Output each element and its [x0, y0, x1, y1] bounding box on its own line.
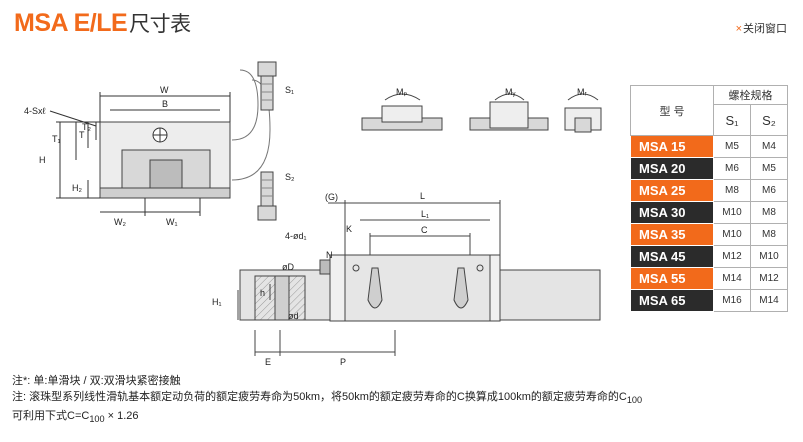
bolt-s2 [257, 171, 277, 221]
dim-C: C [421, 225, 428, 235]
s1-cell: M10 [713, 223, 751, 246]
s2-cell: M4 [750, 135, 788, 158]
dim-S1: S₁ [285, 85, 294, 95]
s2-cell: M12 [750, 267, 788, 290]
note-line-1: 注*: 单:单滑块 / 双:双滑块紧密接触 [12, 375, 181, 387]
header-model: 型 号 [630, 85, 714, 136]
close-window-link[interactable]: ×关闭窗口 [736, 20, 787, 36]
model-cell: MSA 45 [630, 245, 714, 268]
dim-K: K [346, 224, 352, 234]
s1-cell: M8 [713, 179, 751, 202]
title-model: MSA E/LE [14, 9, 128, 37]
model-cell: MSA 65 [630, 289, 714, 312]
dim-phi-d: ød [288, 311, 299, 321]
dim-G: (G) [325, 192, 338, 202]
header-bolt-spec: 螺栓规格 [713, 85, 788, 105]
s2-cell: M8 [750, 201, 788, 224]
dim-L1: L₁ [421, 209, 429, 219]
s2-cell: M8 [750, 223, 788, 246]
notes: 注*: 单:单滑块 / 双:双滑块紧密接触 注: 滚珠型系列线性滑轨基本额定动负… [12, 373, 642, 427]
front-view [49, 69, 271, 216]
dim-h: h [260, 288, 265, 298]
close-window-label: 关闭窗口 [743, 23, 787, 35]
page-title: MSA E/LE尺寸表 [14, 8, 191, 38]
s2-cell: M14 [750, 289, 788, 312]
dim-W2: W₂ [114, 217, 126, 227]
dim-W1: W₁ [166, 217, 178, 227]
dim-E: E [265, 357, 271, 367]
dim-N: N [326, 250, 333, 260]
dim-L: L [420, 191, 425, 201]
dim-4-sxl: 4-Sxℓ [24, 106, 47, 116]
moment-mp-diagram [361, 93, 443, 131]
s1-cell: M16 [713, 289, 751, 312]
dim-B: B [162, 99, 168, 109]
side-view [237, 200, 601, 356]
dim-T2: T₂ [82, 122, 91, 132]
s2-cell: M5 [750, 157, 788, 180]
title-subtitle: 尺寸表 [129, 13, 191, 36]
model-cell: MSA 55 [630, 267, 714, 290]
model-cell: MSA 15 [630, 135, 714, 158]
note-line-2: 注: 滚珠型系列线性滑轨基本额定动负荷的额定疲劳寿命为50km，将50km的额定… [12, 391, 643, 406]
dim-H2: H₂ [72, 183, 82, 193]
dim-S2: S₂ [285, 172, 295, 182]
dim-T: T [79, 130, 85, 140]
s2-cell: M10 [750, 245, 788, 268]
label-Mp: Mₚ [396, 87, 407, 97]
dim-W: W [160, 85, 169, 95]
model-cell: MSA 35 [630, 223, 714, 246]
header-s1: S₁ [713, 104, 751, 136]
dim-P: P [340, 357, 346, 367]
note-line-3: 可利用下式C=C100 × 1.26 [12, 410, 139, 425]
bolt-s1 [257, 61, 277, 111]
moment-my-diagram [469, 93, 549, 131]
s1-cell: M12 [713, 245, 751, 268]
dim-H1: H₁ [212, 297, 222, 307]
dim-4-d1: 4-ød₁ [285, 231, 307, 241]
model-cell: MSA 20 [630, 157, 714, 180]
dim-H: H [39, 155, 46, 165]
label-My: Mᵧ [505, 87, 515, 97]
s1-cell: M14 [713, 267, 751, 290]
label-Mr: Mᵣ [577, 87, 587, 97]
header-s2: S₂ [750, 104, 788, 136]
s2-cell: M6 [750, 179, 788, 202]
model-cell: MSA 30 [630, 201, 714, 224]
s1-cell: M5 [713, 135, 751, 158]
dim-phi-D: øD [282, 262, 294, 272]
dim-T1: T₁ [52, 134, 61, 144]
model-cell: MSA 25 [630, 179, 714, 202]
s1-cell: M10 [713, 201, 751, 224]
s1-cell: M6 [713, 157, 751, 180]
moment-mr-diagram [564, 93, 602, 133]
close-icon: × [735, 23, 742, 35]
